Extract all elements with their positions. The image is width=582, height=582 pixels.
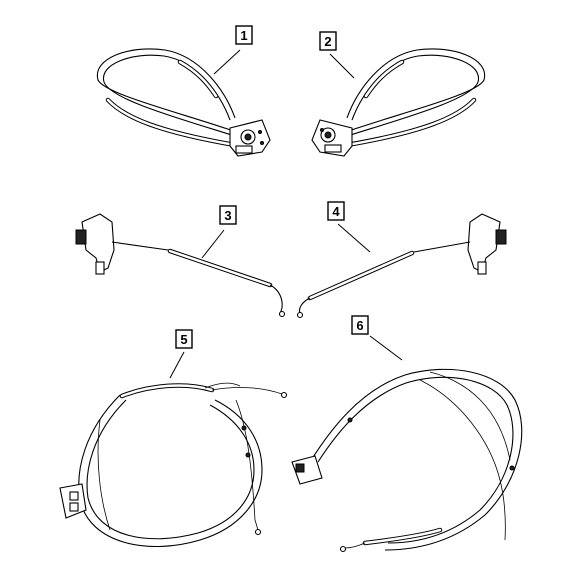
part-1-sheath (105, 97, 238, 148)
callout-1-leader (213, 49, 241, 75)
callout-6-leader (369, 335, 403, 361)
callout-3: 3 (201, 205, 237, 259)
part-5-connector (59, 483, 87, 519)
callout-5-label: 5 (180, 332, 187, 347)
part-2-sheath (344, 97, 477, 148)
part-1-cable-outer (96, 48, 246, 136)
callout-5: 5 (169, 329, 193, 379)
callout-2-label: 2 (324, 34, 331, 49)
callout-1: 1 (213, 25, 253, 75)
callout-6: 6 (351, 315, 403, 361)
part-4-cable-assembly (296, 213, 507, 319)
part-6-harness-assembly (291, 368, 523, 553)
part-3-bracket (81, 213, 115, 273)
part-2-cable-inner (340, 54, 479, 139)
callout-1-box (235, 25, 253, 45)
part-2-cable-outer (336, 48, 486, 136)
part-6-harness-loop-inner (317, 376, 514, 544)
part-5-harness-loop-inner (86, 399, 255, 540)
part-5-harness-assembly (59, 382, 288, 548)
part-2-connector (324, 144, 342, 153)
part-4-bracket (467, 213, 501, 273)
callout-4-label: 4 (332, 204, 340, 219)
callout-3-label: 3 (224, 208, 231, 223)
part-2-cable-assembly (311, 48, 486, 157)
callout-3-box (219, 205, 237, 225)
callout-4-box (327, 201, 345, 221)
callout-2-box (319, 31, 337, 51)
callout-2: 2 (319, 31, 355, 79)
callout-5-box (175, 329, 193, 349)
callout-5-leader (169, 351, 185, 379)
part-3-connector (75, 229, 87, 245)
part-6-harness-loop-outer (309, 368, 523, 551)
callout-3-leader (201, 229, 225, 259)
part-1-connector (235, 145, 253, 154)
part-1-cable-assembly (96, 48, 271, 157)
part-3-cable-assembly (75, 213, 286, 318)
callout-2-leader (329, 53, 355, 79)
callout-6-box (351, 315, 369, 335)
callout-4: 4 (327, 201, 371, 253)
part-5-harness-loop-outer (78, 394, 263, 548)
callout-4-leader (337, 223, 371, 253)
part-6-connector (291, 455, 323, 485)
callout-6-label: 6 (356, 318, 363, 333)
callout-1-label: 1 (240, 28, 247, 43)
part-4-connector (495, 229, 507, 245)
